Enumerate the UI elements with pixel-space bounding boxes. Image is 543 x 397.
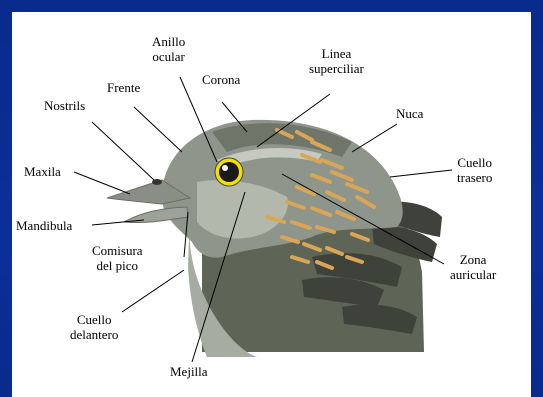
label-zona-auricular-line1: Zona — [450, 252, 496, 267]
label-comisura-line1: Comisura — [92, 243, 143, 258]
label-cuello-delantero-line2: delantero — [70, 327, 118, 342]
label-mejilla: Mejilla — [170, 364, 208, 379]
label-mandibula: Mandibula — [16, 218, 72, 233]
label-cuello-delantero: Cuello delantero — [70, 312, 118, 342]
label-cuello-delantero-line1: Cuello — [70, 312, 118, 327]
label-comisura-line2: del pico — [92, 258, 143, 273]
label-zona-auricular-line2: auricular — [450, 267, 496, 282]
label-linea-superciliar-line1: Linea — [309, 46, 364, 61]
label-linea-superciliar-line2: superciliar — [309, 61, 364, 76]
diagram-panel: Anillo ocular Linea superciliar Corona F… — [12, 12, 531, 397]
label-linea-superciliar: Linea superciliar — [309, 46, 364, 76]
label-maxila: Maxila — [24, 164, 61, 179]
eye-highlight — [222, 165, 228, 171]
label-nostrils: Nostrils — [44, 98, 85, 113]
label-corona: Corona — [202, 72, 240, 87]
label-cuello-trasero: Cuello trasero — [457, 155, 492, 185]
eye — [219, 162, 239, 182]
label-anillo-ocular: Anillo ocular — [152, 34, 185, 64]
label-zona-auricular: Zona auricular — [450, 252, 496, 282]
label-nuca: Nuca — [396, 106, 423, 121]
label-anillo-ocular-line2: ocular — [152, 49, 185, 64]
label-cuello-trasero-line2: trasero — [457, 170, 492, 185]
label-cuello-trasero-line1: Cuello — [457, 155, 492, 170]
label-frente: Frente — [107, 80, 140, 95]
label-anillo-ocular-line1: Anillo — [152, 34, 185, 49]
label-comisura: Comisura del pico — [92, 243, 143, 273]
